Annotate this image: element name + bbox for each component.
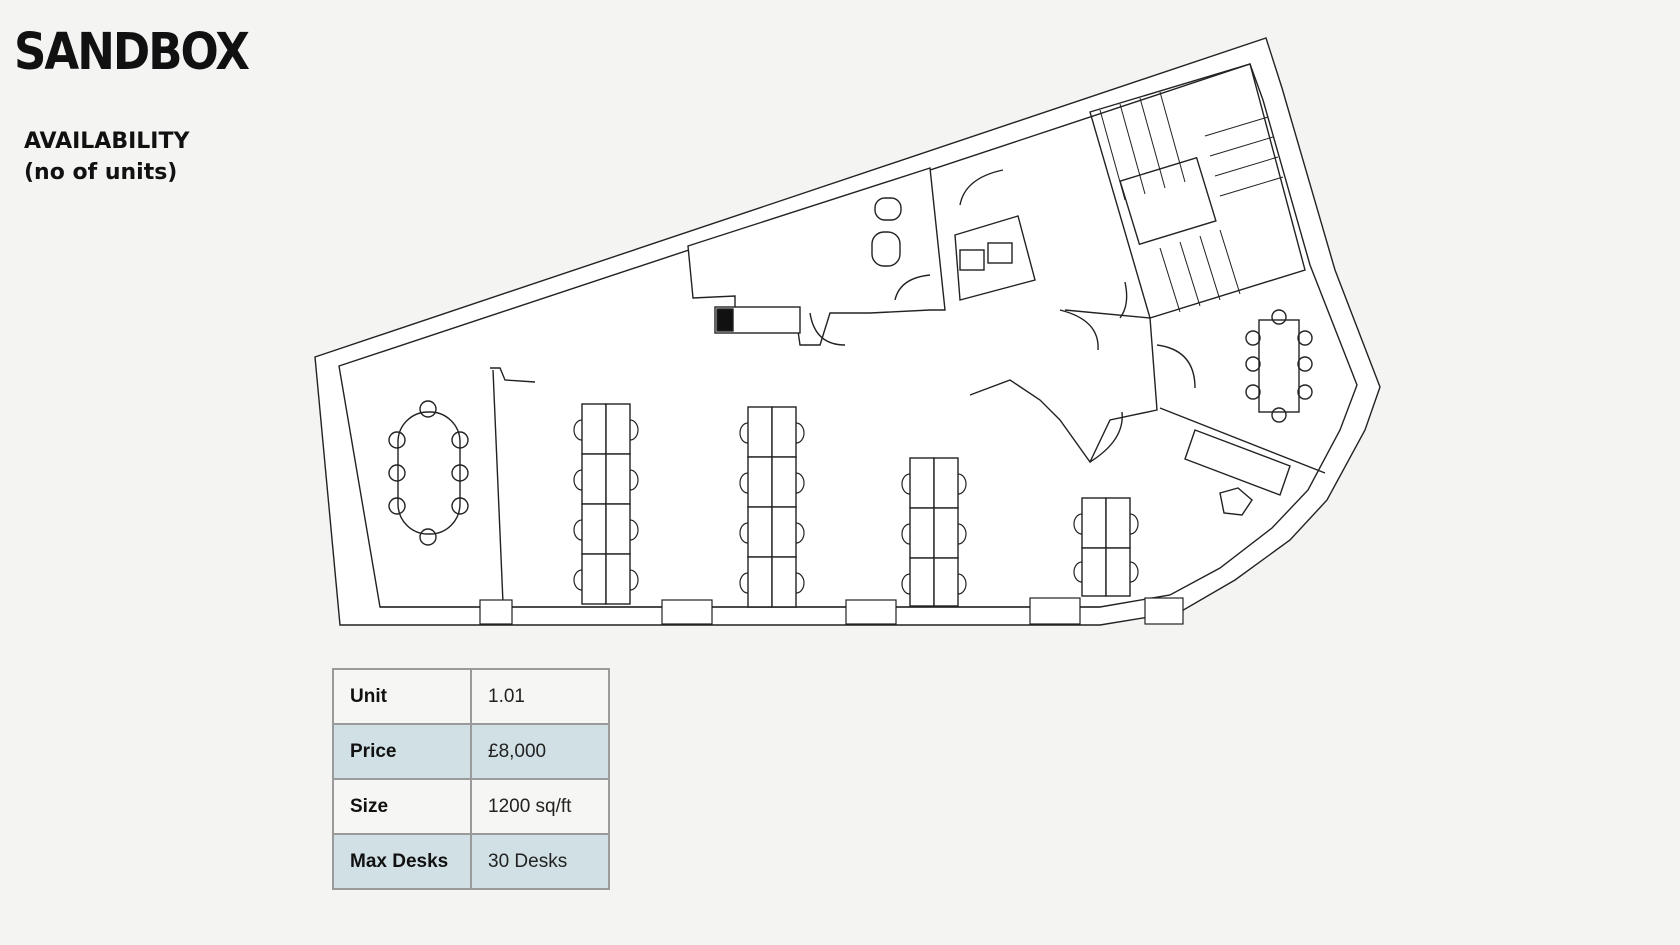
unit-details-table: Unit 1.01 Price £8,000 Size 1200 sq/ft M… [332,668,610,890]
partition-wall [490,367,536,383]
desk-cluster [1081,497,1131,597]
sofa [1184,429,1291,496]
row-value: 1.01 [470,668,610,725]
side-table [1219,487,1253,516]
outer-wall [314,37,1381,626]
lift [1119,156,1217,246]
door-swing [1119,281,1128,319]
row-label: Max Desks [332,833,472,890]
row-value: 1200 sq/ft [470,778,610,835]
table-row: Price £8,000 [332,723,610,780]
desk-cluster [747,406,797,608]
desk-cluster [581,403,631,605]
desk-chairs [573,419,1139,595]
door-swing [894,274,931,301]
appliance [716,308,734,332]
meeting-table-west [388,400,469,546]
partition-wall [1159,407,1326,474]
row-value: £8,000 [470,723,610,780]
sandbox-logo: SANDBOX [14,22,250,82]
meeting-table-east [1245,309,1313,423]
table-row: Unit 1.01 [332,668,610,725]
sink [987,242,1013,264]
table-row: Size 1200 sq/ft [332,778,610,835]
table-row: Max Desks 30 Desks [332,833,610,890]
availability-heading: AVAILABILITY (no of units) [24,126,189,188]
availability-title: AVAILABILITY [24,129,190,154]
door-swing [1059,309,1099,351]
desk-cluster [909,457,959,607]
kitchen-counter [954,215,1036,301]
row-label: Size [332,778,472,835]
stairs [1099,91,1284,313]
window-frames [380,597,1184,625]
row-label: Unit [332,668,472,725]
row-label: Price [332,723,472,780]
door-swing [809,312,846,346]
toilet-block [687,167,946,346]
row-value: 30 Desks [470,833,610,890]
door-swing [959,169,1004,206]
partition-wall [492,369,504,604]
toilet [871,231,901,267]
door-swing [1156,344,1196,389]
toilet [874,197,902,221]
door-swing [1089,411,1123,463]
stair-core [1089,63,1306,319]
availability-subtitle: (no of units) [24,160,178,185]
floorplan-drawing [314,37,1381,626]
sink [959,249,985,271]
